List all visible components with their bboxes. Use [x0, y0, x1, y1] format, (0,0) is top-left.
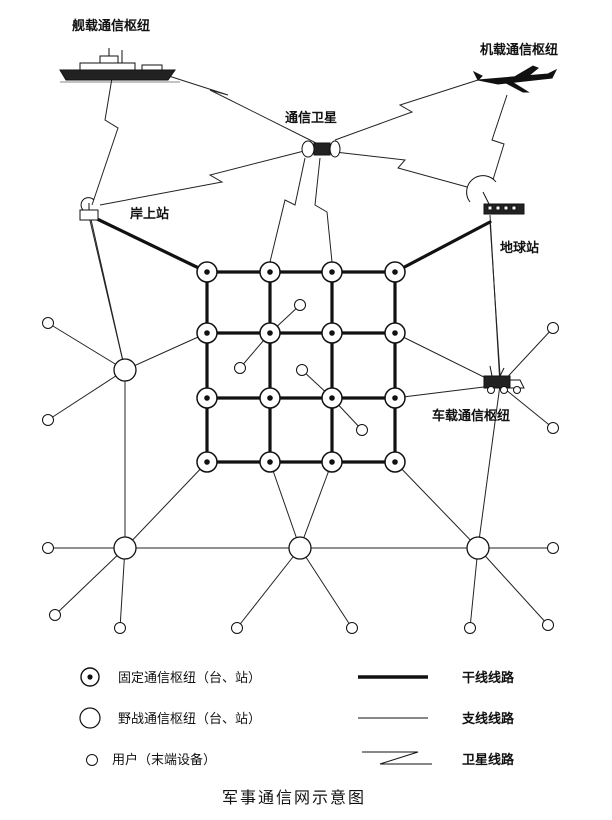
user-node: [547, 422, 559, 434]
user-node: [49, 609, 61, 621]
branch-link: [469, 547, 479, 629]
user-node: [294, 299, 306, 311]
branch-link: [299, 547, 353, 629]
user-node: [234, 362, 246, 374]
fixed-hub-dot: [204, 459, 210, 465]
satellite-icon: [301, 140, 341, 158]
fixed-hub-dot: [329, 269, 335, 275]
branch-link: [499, 384, 554, 429]
branch-link: [477, 384, 501, 549]
satellite-links: [91, 59, 508, 376]
shore-station-label: 岸上站: [130, 206, 169, 222]
vehicle-icon: [483, 365, 525, 394]
branch-link: [54, 547, 126, 616]
branch-link: [119, 547, 126, 629]
user-node: [42, 317, 54, 329]
branch-link: [269, 461, 301, 549]
user-node: [346, 622, 358, 634]
branch-link: [299, 461, 333, 549]
legend-fixed-hub-dot: [87, 674, 93, 680]
fixed-hub-dot: [267, 269, 273, 275]
field-hub-node: [113, 358, 137, 382]
legend-fixed-hub-label: 固定通信枢纽（台、站）: [118, 671, 261, 686]
sat-link: [269, 157, 306, 263]
user-node: [356, 424, 368, 436]
user-node: [114, 622, 126, 634]
user-node: [542, 619, 554, 631]
field-hubs: [113, 358, 490, 560]
sat-link: [149, 69, 321, 146]
field-hub-node: [288, 536, 312, 560]
trunk-link: [93, 216, 209, 274]
branch-link: [47, 369, 126, 421]
legend-sat-symbol: [362, 751, 432, 765]
branch-link: [394, 384, 501, 399]
branch-links: [47, 211, 554, 629]
fixed-hub-dot: [267, 459, 273, 465]
fixed-hub-dot: [267, 330, 273, 336]
sat-link: [334, 79, 479, 141]
fixed-hub-dot: [392, 459, 398, 465]
trunk-link: [393, 220, 492, 274]
legend: 固定通信枢纽（台、站） 野战通信枢纽（台、站） 用户（末端设备） 干线线路 支线…: [79, 667, 515, 768]
fixed-hub-dot: [392, 330, 398, 336]
ship-label: 舰载通信枢纽: [72, 18, 150, 34]
legend-user-label: 用户（末端设备）: [112, 752, 216, 768]
branch-link: [87, 211, 126, 371]
branch-link: [47, 322, 126, 371]
branch-link: [124, 332, 208, 371]
earth-station-label: 地球站: [500, 240, 539, 256]
diagram-caption: 军事通信网示意图: [222, 788, 366, 807]
satellite-label: 通信卫星: [285, 110, 337, 126]
sat-link: [334, 151, 479, 191]
fixed-hub-dot: [392, 395, 398, 401]
user-node: [42, 542, 54, 554]
users: [42, 299, 559, 634]
user-node: [547, 322, 559, 334]
branch-link: [124, 461, 208, 549]
fixed-hub-dot: [204, 269, 210, 275]
trunk-links: [93, 216, 492, 464]
fixed-hub-dot: [329, 395, 335, 401]
branch-link: [394, 461, 479, 549]
shore-station-icon: [79, 197, 99, 221]
aircraft-label: 机载通信枢纽: [480, 42, 558, 58]
fixed-hub-dot: [392, 269, 398, 275]
legend-sat-label: 卫星线路: [462, 752, 515, 768]
legend-branch-label: 支线线路: [461, 711, 515, 727]
earth-station-icon: [466, 175, 525, 215]
fixed-hub-dot: [204, 330, 210, 336]
sat-link: [314, 157, 333, 263]
branch-link: [394, 332, 501, 386]
legend-user-symbol: [86, 754, 98, 766]
branch-link: [477, 547, 549, 626]
fixed-hubs: [196, 261, 406, 473]
user-node: [231, 622, 243, 634]
legend-field-hub-symbol: [79, 707, 101, 729]
ship-icon: [59, 48, 180, 83]
user-node: [42, 414, 54, 426]
field-hub-node: [113, 536, 137, 560]
user-node: [547, 542, 559, 554]
field-hub-node: [466, 536, 490, 560]
fixed-hub-dot: [204, 395, 210, 401]
user-node: [464, 622, 476, 634]
fixed-hub-dot: [329, 330, 335, 336]
sat-link: [489, 221, 501, 376]
fixed-hub-dot: [267, 395, 273, 401]
branch-link: [236, 547, 301, 629]
sat-link: [491, 94, 508, 184]
sat-link: [99, 149, 309, 206]
vehicle-label: 车载通信枢纽: [432, 408, 510, 424]
sat-link: [91, 59, 119, 206]
user-node: [296, 364, 308, 376]
aircraft-icon: [472, 65, 558, 93]
fixed-hub-dot: [329, 459, 335, 465]
legend-field-hub-label: 野战通信枢纽（台、站）: [118, 712, 261, 727]
legend-trunk-label: 干线线路: [462, 670, 515, 686]
